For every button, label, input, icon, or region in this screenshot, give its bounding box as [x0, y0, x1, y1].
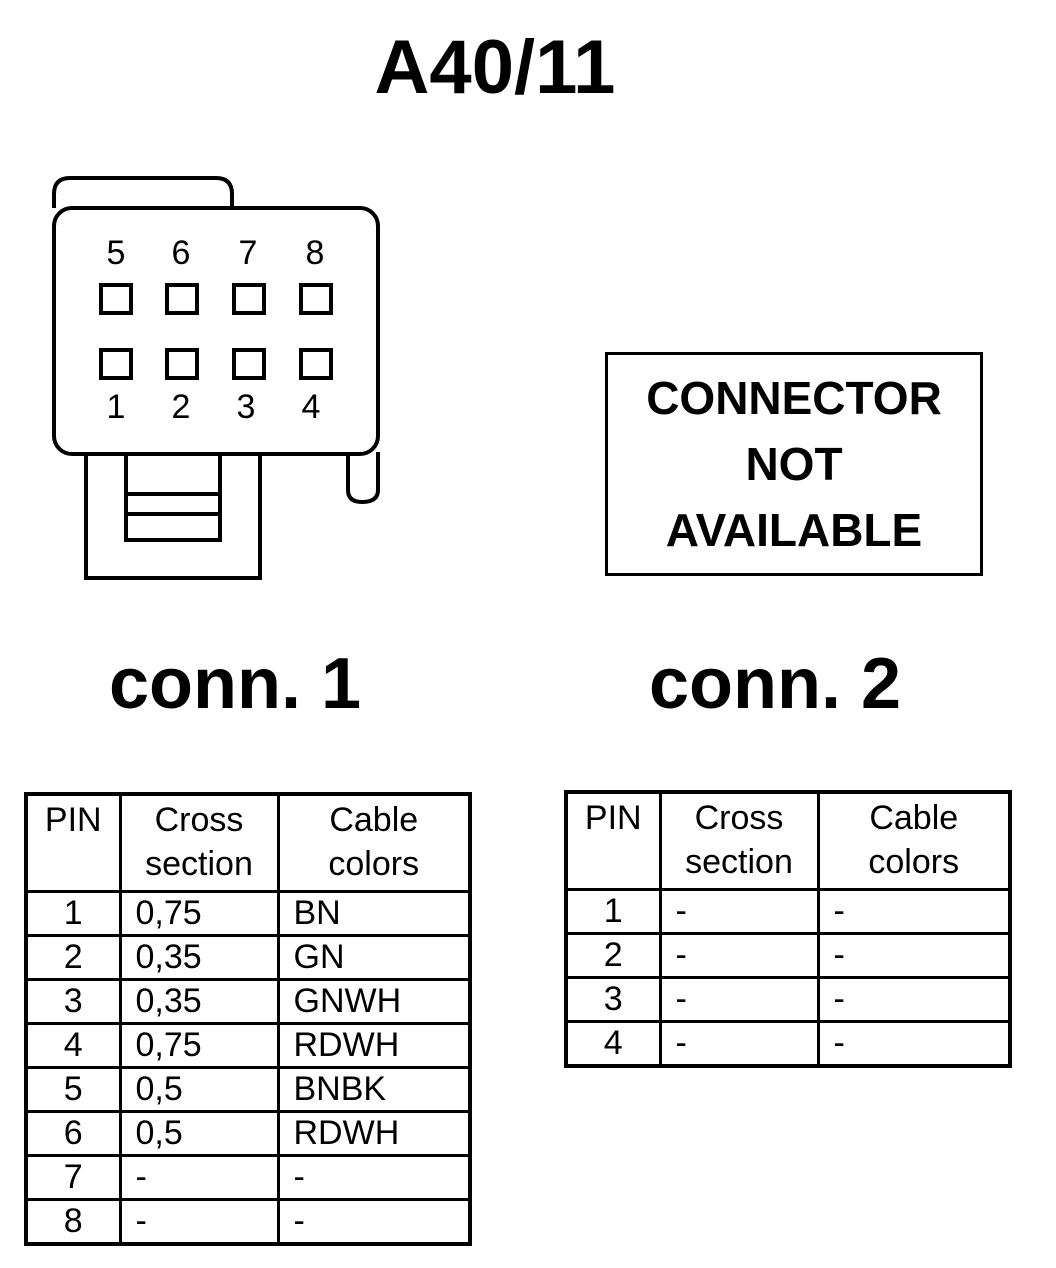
- connector-body: [52, 206, 380, 456]
- cross-section-cell: -: [118, 1198, 280, 1246]
- connector-cable-slot: [124, 452, 222, 542]
- table-row: 4--: [564, 1020, 1012, 1068]
- connector-2-label: conn. 2: [648, 644, 902, 724]
- pin-cell: 1: [24, 890, 122, 937]
- pin-number: 2: [172, 388, 191, 426]
- pin-number: 5: [107, 234, 126, 272]
- pin-cell: 8: [24, 1198, 122, 1246]
- pin-number: 3: [237, 388, 256, 426]
- column-header-cable-colors: Cable colors: [276, 792, 472, 893]
- pin-number: 7: [239, 234, 258, 272]
- column-header-pin: PIN: [24, 792, 122, 893]
- page-title: A40/11: [374, 25, 616, 110]
- cross-section-cell: 0,75: [118, 890, 280, 937]
- cross-section-cell: -: [658, 976, 820, 1023]
- cable-color-cell: -: [276, 1198, 472, 1246]
- cross-section-cell: -: [658, 1020, 820, 1068]
- table-row: 3--: [564, 976, 1012, 1023]
- cable-color-cell: -: [816, 976, 1012, 1023]
- pin-cell: 2: [564, 932, 662, 979]
- cable-color-cell: -: [816, 888, 1012, 935]
- connector-lower-housing: [84, 454, 262, 580]
- cable-color-cell: RDWH: [276, 1110, 472, 1157]
- pin-cell: 6: [24, 1110, 122, 1157]
- column-header-cross-section: Cross section: [118, 792, 280, 893]
- cross-section-cell: -: [658, 932, 820, 979]
- cable-color-cell: -: [816, 932, 1012, 979]
- pin-cavity: [99, 348, 133, 380]
- pin-cell: 4: [564, 1020, 662, 1068]
- connector-2-pin-table: PIN Cross section Cable colors 1-- 2-- 3…: [564, 790, 1012, 1068]
- pin-number: 6: [172, 234, 191, 272]
- column-header-cross-section: Cross section: [658, 790, 820, 891]
- cross-section-cell: -: [658, 888, 820, 935]
- pin-cell: 3: [564, 976, 662, 1023]
- pin-cell: 2: [24, 934, 122, 981]
- column-header-cable-colors: Cable colors: [816, 790, 1012, 891]
- cross-section-cell: 0,5: [118, 1066, 280, 1113]
- table-row: 1--: [564, 888, 1012, 935]
- table-header-row: PIN Cross section Cable colors: [24, 792, 472, 893]
- not-available-line: CONNECTOR: [646, 372, 942, 424]
- table-row: 7--: [24, 1154, 472, 1201]
- pin-cell: 4: [24, 1022, 122, 1069]
- cross-section-cell: 0,75: [118, 1022, 280, 1069]
- pin-cell: 5: [24, 1066, 122, 1113]
- column-header-pin: PIN: [564, 790, 662, 891]
- cross-section-cell: 0,5: [118, 1110, 280, 1157]
- cross-section-cell: 0,35: [118, 978, 280, 1025]
- pin-cell: 3: [24, 978, 122, 1025]
- cross-section-cell: -: [118, 1154, 280, 1201]
- connector-1-label: conn. 1: [108, 644, 362, 724]
- pin-cavity: [299, 348, 333, 380]
- connector-back-tab: [52, 176, 234, 208]
- connector-1-diagram: 5 6 7 8 1 2 3 4: [52, 176, 380, 580]
- pin-cavity: [99, 283, 133, 315]
- pin-cell: 1: [564, 888, 662, 935]
- pin-cavity: [165, 348, 199, 380]
- connector-not-available-box: CONNECTOR NOT AVAILABLE: [605, 352, 983, 576]
- cable-color-cell: RDWH: [276, 1022, 472, 1069]
- pin-cavity: [299, 283, 333, 315]
- table-row: 2--: [564, 932, 1012, 979]
- pin-cavities: [99, 283, 333, 380]
- table-header-row: PIN Cross section Cable colors: [564, 790, 1012, 891]
- cross-section-cell: 0,35: [118, 934, 280, 981]
- table-row: 8--: [24, 1198, 472, 1246]
- cable-color-cell: GN: [276, 934, 472, 981]
- cable-color-cell: BNBK: [276, 1066, 472, 1113]
- pin-number: 1: [107, 388, 126, 426]
- cable-color-cell: BN: [276, 890, 472, 937]
- pin-cavity: [165, 283, 199, 315]
- pin-number: 8: [306, 234, 325, 272]
- not-available-line: AVAILABLE: [665, 504, 923, 556]
- pin-cell: 7: [24, 1154, 122, 1201]
- not-available-line: NOT: [745, 438, 843, 490]
- cable-color-cell: -: [816, 1020, 1012, 1068]
- pin-cavity: [232, 283, 266, 315]
- cable-color-cell: -: [276, 1154, 472, 1201]
- pin-number: 4: [302, 388, 321, 426]
- connector-latch: [346, 452, 380, 505]
- pin-cavity: [232, 348, 266, 380]
- cable-color-cell: GNWH: [276, 978, 472, 1025]
